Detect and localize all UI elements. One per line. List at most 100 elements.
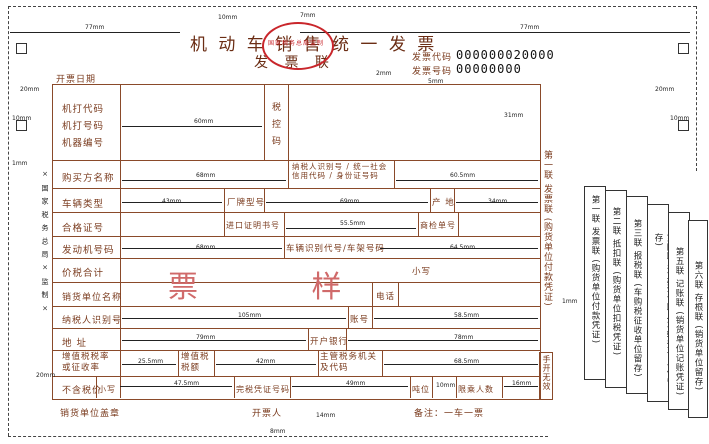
dimension-arrow [266, 202, 428, 203]
origin-label: 产 地 [432, 198, 455, 208]
vehicle-type-label: 车辆类型 [62, 199, 105, 210]
dimension-label: 60.5mm [450, 172, 476, 179]
dimension-arrow [504, 386, 538, 387]
col-divider [454, 188, 455, 212]
issue-date-label: 开票日期 [56, 75, 97, 85]
col-divider [308, 328, 309, 350]
dimension-arrow [122, 340, 306, 341]
dimension-arrow [122, 318, 346, 319]
dimension-label: 79mm [196, 334, 216, 341]
dimension-arrow [374, 318, 538, 319]
copy-indicator: 第一联 发票联 (购货单位付款凭证) [542, 150, 552, 307]
machine-id-label: 机器编号 [62, 138, 105, 149]
machine-code-label: 机打代码 [62, 104, 105, 115]
col-divider [458, 212, 459, 236]
dimension-label: 78mm [454, 334, 474, 341]
copy-tab-4[interactable]: 第四联 注册登记联 (车辆登记单位留存) [647, 204, 675, 402]
dimension-label: 68.5mm [454, 358, 480, 365]
dimension-arrow [122, 180, 286, 181]
copy-tab-label: 第六联 存根联 (销货单位留存) [693, 261, 703, 392]
dimension-label: 64.5mm [450, 244, 476, 251]
copy-tab-1[interactable]: 第一联 发票联 (购货单位付款凭证) [584, 186, 606, 380]
copy-tab-5[interactable]: 第五联 记账联 (销货单位记账凭证) [668, 212, 690, 410]
dimension-label: 20mm [20, 86, 40, 93]
col-divider [96, 376, 97, 398]
corner-mark [16, 120, 27, 131]
price-excl-tax-label: 不含税价 [62, 386, 103, 396]
dimension-label: 7mm [300, 12, 316, 19]
dimension-label: 77mm [85, 24, 105, 31]
dimension-arrow [348, 340, 538, 341]
engine-no-label: 发动机号码 [62, 245, 115, 256]
dimension-arrow [396, 180, 538, 181]
col-divider [284, 212, 285, 236]
dimension-label: 58.5mm [454, 312, 480, 319]
handwritten-invalid-label: 手开无效 [542, 355, 551, 391]
copy-tab-2[interactable]: 第二联 抵扣联 (购货单位扣税凭证) [605, 190, 627, 388]
row-divider [52, 212, 540, 213]
dimension-label: 60mm [194, 118, 214, 125]
copy-tab-label: 第三联 报税联 (车购税征收单位留存) [632, 219, 642, 378]
dimension-label: 31mm [504, 112, 524, 119]
vat-rate-label: 增值税税率或征收率 [62, 352, 110, 373]
dimension-label: 34mm [488, 198, 508, 205]
row-divider [52, 188, 540, 189]
dimension-arrow [384, 364, 538, 365]
col-divider [346, 328, 347, 350]
buyer-name-label: 购买方名称 [62, 173, 115, 184]
dimension-arrow [216, 364, 316, 365]
inspection-no-label: 商检单号 [420, 221, 456, 230]
outer-border-right [696, 6, 697, 171]
note-label: 备注：一车一票 [414, 409, 485, 419]
uppercase-label: 小写 [412, 267, 432, 277]
dimension-label: 47.5mm [174, 380, 200, 387]
dimension-label: 1mm [562, 298, 578, 305]
total-price-label: 价税合计 [62, 268, 105, 279]
col-divider [502, 376, 503, 398]
dimension-arrow [122, 364, 176, 365]
corner-mark [678, 120, 689, 131]
dimension-label: 10mm [12, 115, 32, 122]
col-divider [372, 282, 373, 306]
dimension-label: 10mm [436, 382, 456, 389]
col-divider [456, 376, 457, 398]
dimension-label: 16mm [512, 380, 532, 387]
issuer-label: 开票人 [252, 409, 283, 419]
outer-border-top [8, 6, 696, 7]
handwritten-invalid-box: 手开无效 [539, 352, 553, 400]
col-divider [398, 282, 399, 306]
col-divider [120, 84, 121, 398]
dimension-label: 1mm [12, 160, 28, 167]
small-label: 小写 [98, 385, 116, 394]
import-cert-label: 进口证明书号 [226, 221, 280, 230]
col-divider [224, 212, 225, 236]
col-divider [264, 188, 265, 212]
col-divider [430, 188, 431, 212]
corner-mark [16, 43, 27, 54]
dimension-arrow [122, 126, 262, 127]
invoice-form [52, 84, 541, 400]
dimension-arrow [380, 248, 538, 249]
row-divider [52, 282, 540, 283]
dimension-arrow [300, 32, 690, 33]
dimension-arrow [456, 202, 538, 203]
machine-number-label: 机打号码 [62, 121, 105, 132]
dimension-arrow [292, 386, 408, 387]
dimension-label: 49mm [346, 380, 366, 387]
copy-tab-6[interactable]: 第六联 存根联 (销货单位留存) [688, 220, 708, 418]
dimension-label: 2mm [376, 70, 392, 77]
bank-label: 开户银行 [310, 337, 349, 347]
row-divider [52, 258, 540, 259]
dimension-arrow [120, 386, 232, 387]
col-divider [348, 306, 349, 328]
invoice-number-value: 00000000 [456, 62, 522, 76]
col-divider [372, 306, 373, 328]
dimension-label: 25.5mm [138, 358, 164, 365]
tax-control-label: 税 控 码 [272, 103, 283, 147]
copy-tab-3[interactable]: 第三联 报税联 (车购税征收单位留存) [626, 196, 648, 394]
row-divider [52, 328, 540, 329]
seller-stamp-label: 销货单位盖章 [60, 409, 121, 419]
cert-no-label: 合格证号 [62, 223, 105, 234]
dimension-label: 10mm [218, 14, 238, 21]
invoice-code-value: 000000020000 [456, 48, 555, 62]
